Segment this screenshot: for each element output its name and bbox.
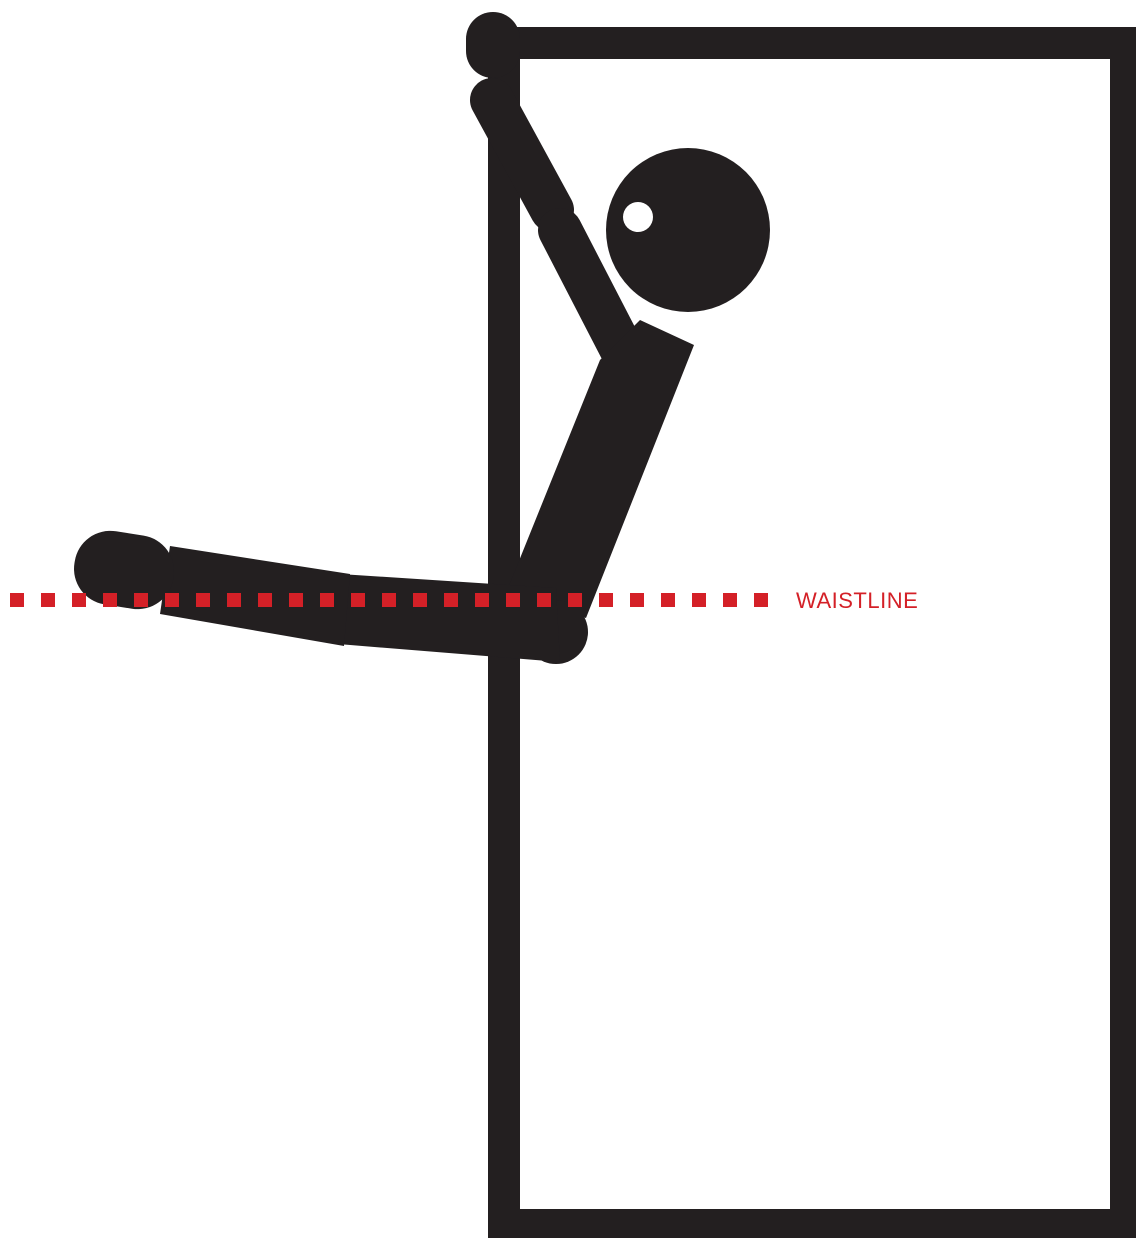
eye: [623, 202, 653, 232]
torso: [504, 320, 694, 618]
hand-grip: [466, 12, 520, 78]
thigh: [338, 574, 560, 662]
box-frame: [504, 43, 1126, 1225]
waistline-label: WAISTLINE: [796, 588, 918, 613]
stick-figure: [69, 12, 770, 664]
